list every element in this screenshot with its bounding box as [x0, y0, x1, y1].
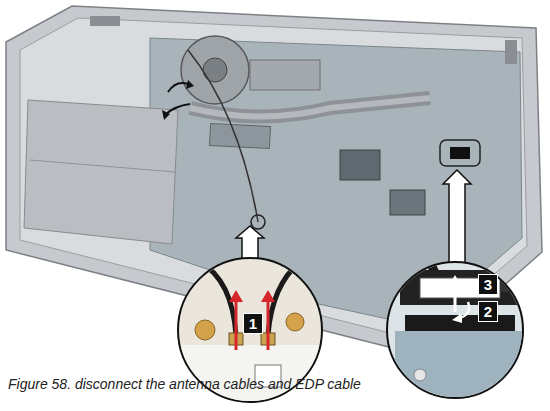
pull-arrow: [235, 300, 238, 350]
arrow-head: [452, 313, 462, 323]
board-detail: [395, 331, 525, 401]
callout-number: 1: [243, 313, 263, 334]
figure-caption: Figure 58. disconnect the antenna cables…: [8, 376, 361, 392]
arrow-head: [162, 110, 170, 120]
edp-detail: [395, 262, 530, 401]
detail-marker: [440, 140, 480, 166]
qr-code: [500, 278, 514, 292]
battery-seam: [30, 160, 175, 172]
arrow-head: [448, 275, 462, 287]
callout-number: 2: [478, 301, 498, 322]
laptop-base: [6, 6, 542, 356]
detail-marker: [251, 215, 265, 229]
hinge: [505, 40, 517, 64]
callout-number: 3: [478, 274, 498, 295]
fan: [181, 36, 249, 104]
pad: [414, 369, 426, 381]
hinge: [90, 16, 120, 26]
battery: [24, 100, 178, 244]
screw: [286, 313, 304, 331]
routing-arrow: [166, 104, 190, 114]
antenna-cable: [200, 262, 236, 335]
arrow-head: [186, 80, 194, 89]
chip: [340, 150, 380, 180]
routing-arrow: [168, 83, 188, 92]
arrow-head: [229, 290, 243, 302]
heat-sink: [250, 60, 320, 90]
cable-tape: [400, 270, 530, 305]
lead-arrow: [236, 226, 264, 260]
ssd: [209, 123, 270, 148]
lead-arrow: [443, 170, 471, 264]
antenna-cable: [188, 50, 258, 222]
pull-arrow: [454, 285, 457, 312]
screw: [195, 320, 215, 340]
chip: [390, 190, 425, 215]
pull-arrow: [267, 300, 270, 350]
wlan-card: [178, 345, 322, 405]
fan-hub: [203, 58, 227, 82]
arrow-head: [261, 290, 275, 302]
edp-connector: [450, 147, 470, 159]
